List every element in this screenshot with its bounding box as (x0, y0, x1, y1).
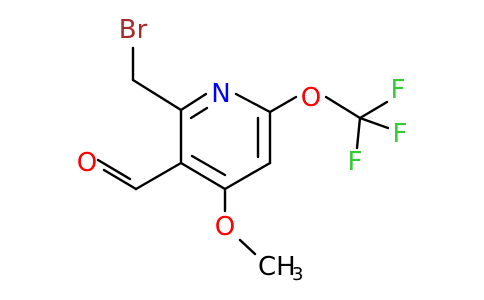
bond-o-ch3 (238, 238, 257, 256)
bond-c4-c3-inner (190, 154, 227, 177)
bond-n-c6 (234, 92, 272, 114)
bond-c2-n (179, 92, 208, 112)
ether-oxygen-label: O (301, 83, 321, 113)
bond-c-f3 (355, 116, 362, 150)
bond-c3-cho (134, 161, 183, 191)
bond-o-cf3 (324, 95, 362, 120)
fluorine-label-3: F (348, 147, 363, 177)
methyl-subscript: 3 (292, 264, 303, 285)
fluorine-label-2: F (393, 119, 408, 149)
aldehyde-oxygen-label: O (77, 148, 97, 178)
bond-c-f2 (358, 116, 390, 130)
fluorine-label-1: F (391, 75, 406, 105)
bond-c5-c4 (223, 161, 272, 191)
nitrogen-label: N (211, 79, 230, 109)
bond-cho-o-1 (102, 168, 138, 191)
bond-c2-n-inner (189, 106, 209, 120)
bond-ch2-c2 (131, 78, 183, 112)
bond-cho-o-2 (96, 158, 132, 181)
atom-labels: Br N O F F F O O CH 3 (77, 15, 408, 285)
methyl-label: CH (258, 252, 296, 282)
bond-c-f1 (358, 100, 389, 120)
bond-c4-c3 (179, 161, 227, 191)
bromine-label: Br (119, 15, 148, 45)
bond-c6-o (268, 95, 298, 114)
methoxy-oxygen-label: O (215, 212, 235, 242)
bonds (96, 46, 390, 256)
